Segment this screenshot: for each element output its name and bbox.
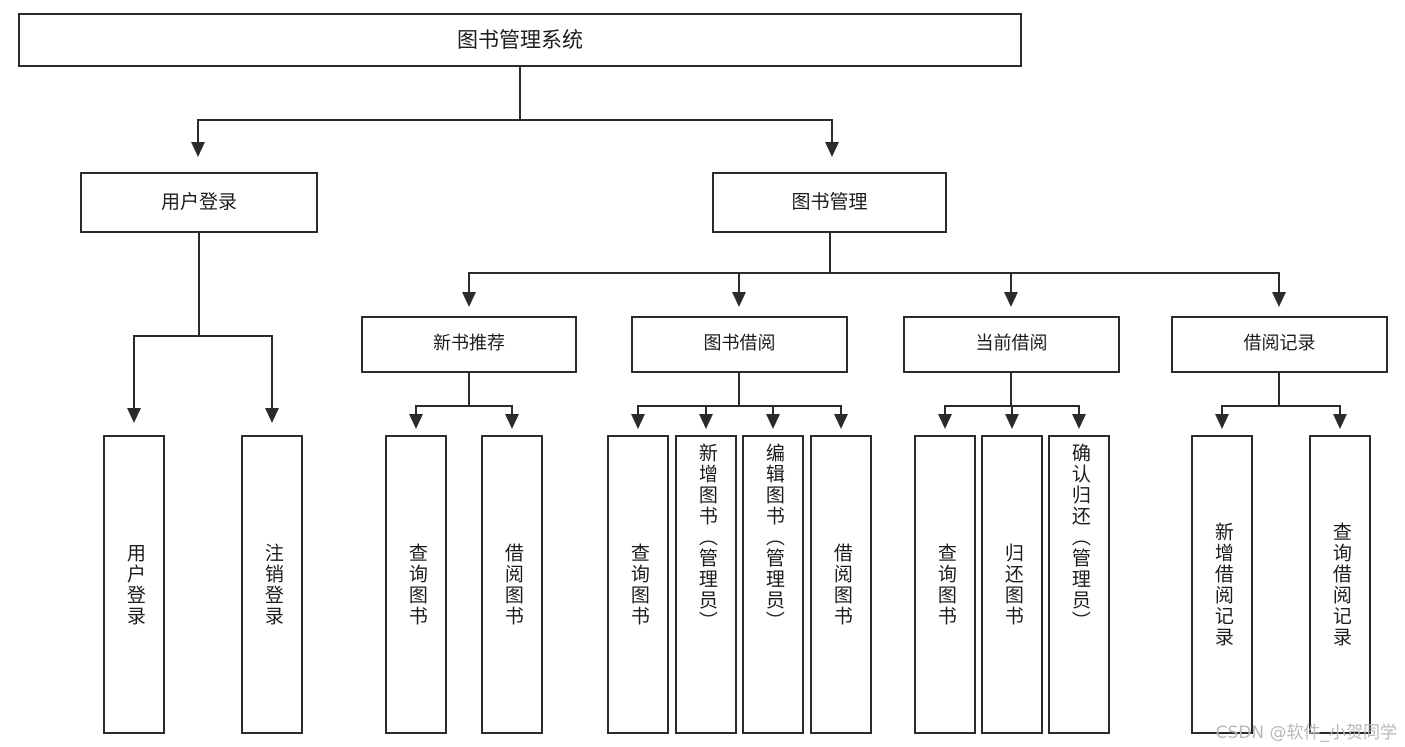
connector-currentborrow-drop-3 — [1078, 405, 1080, 417]
node-leaf-query-book-a[interactable]: 查询图书 — [385, 435, 447, 734]
node-label: 新书推荐 — [433, 333, 505, 355]
node-label: 借阅图书 — [830, 542, 853, 627]
connector-bookmanage-stem — [829, 233, 831, 274]
node-leaf-user-logout[interactable]: 注销登录 — [241, 435, 303, 734]
node-label: 图书借阅 — [703, 333, 776, 355]
connector-bookborrow-fanbar — [637, 405, 842, 407]
node-label: 查询图书 — [405, 542, 428, 627]
arrow-currentborrow-to-leaf-3 — [1072, 414, 1086, 429]
connector-bookmanage-drop-1 — [468, 272, 470, 294]
arrow-currentborrow-to-leaf-2 — [1005, 414, 1019, 429]
connector-newbook-stem — [468, 373, 470, 407]
node-leaf-user-login[interactable]: 用户登录 — [103, 435, 165, 734]
node-label: 编辑图书（管理员） — [762, 443, 785, 632]
connector-bookborrow-drop-2 — [705, 405, 707, 417]
node-label: 确认归还（管理员） — [1068, 443, 1091, 632]
connector-newbook-fanbar — [415, 405, 513, 407]
connector-borrowrecord-drop-1 — [1221, 405, 1223, 417]
connector-newbook-drop-1 — [415, 405, 417, 417]
connector-userlogin-drop-2 — [271, 335, 273, 410]
connector-userlogin-fanbar — [133, 335, 273, 337]
node-borrow-record[interactable]: 借阅记录 — [1171, 316, 1388, 373]
arrow-bookborrow-to-leaf-4 — [834, 414, 848, 429]
arrow-bookmanage-to-current-borrow — [1004, 292, 1018, 307]
node-leaf-add-record[interactable]: 新增借阅记录 — [1191, 435, 1253, 734]
connector-bookmanage-drop-2 — [738, 272, 740, 294]
arrow-borrowrecord-to-leaf-2 — [1333, 414, 1347, 429]
connector-borrowrecord-stem — [1278, 373, 1280, 407]
connector-userlogin-drop-1 — [133, 335, 135, 410]
connector-root-fanbar — [197, 119, 833, 121]
node-leaf-borrow-book-a[interactable]: 借阅图书 — [481, 435, 543, 734]
node-leaf-query-book-c[interactable]: 查询图书 — [914, 435, 976, 734]
node-label: 注销登录 — [261, 542, 284, 627]
connector-newbook-drop-2 — [511, 405, 513, 417]
node-current-borrow[interactable]: 当前借阅 — [903, 316, 1120, 373]
node-label: 图书管理系统 — [457, 27, 583, 52]
connector-bookmanage-fanbar — [468, 272, 1280, 274]
node-label: 用户登录 — [123, 542, 146, 627]
arrow-bookmanage-to-borrow-record — [1272, 292, 1286, 307]
node-label: 新增图书（管理员） — [695, 443, 718, 632]
node-leaf-query-record[interactable]: 查询借阅记录 — [1309, 435, 1371, 734]
node-root-system[interactable]: 图书管理系统 — [18, 13, 1022, 67]
arrow-root-to-book-manage — [825, 142, 839, 157]
node-label: 新增借阅记录 — [1211, 521, 1234, 648]
node-leaf-borrow-book-b[interactable]: 借阅图书 — [810, 435, 872, 734]
connector-currentborrow-drop-2 — [1011, 405, 1013, 417]
connector-userlogin-stem — [198, 233, 200, 336]
arrow-newbook-to-leaf-1 — [409, 414, 423, 429]
connector-bookborrow-stem — [738, 373, 740, 407]
connector-root-drop-user — [197, 119, 199, 144]
node-user-login[interactable]: 用户登录 — [80, 172, 318, 233]
node-leaf-edit-book[interactable]: 编辑图书（管理员） — [742, 435, 804, 734]
node-leaf-return-book[interactable]: 归还图书 — [981, 435, 1043, 734]
node-label: 当前借阅 — [975, 333, 1048, 355]
arrow-borrowrecord-to-leaf-1 — [1215, 414, 1229, 429]
node-leaf-confirm-return[interactable]: 确认归还（管理员） — [1048, 435, 1110, 734]
connector-bookmanage-drop-4 — [1278, 272, 1280, 294]
node-label: 图书管理 — [791, 190, 868, 213]
arrow-root-to-user-login — [191, 142, 205, 157]
connector-root-stem — [519, 67, 521, 120]
connector-borrowrecord-drop-2 — [1339, 405, 1341, 417]
connector-root-drop-book — [831, 119, 833, 144]
node-label: 查询图书 — [934, 542, 957, 627]
arrow-userlogin-to-leaf-1 — [127, 408, 141, 423]
arrow-currentborrow-to-leaf-1 — [938, 414, 952, 429]
arrow-bookmanage-to-new-book-recommend — [462, 292, 476, 307]
arrow-userlogin-to-leaf-2 — [265, 408, 279, 423]
connector-currentborrow-drop-1 — [944, 405, 946, 417]
connector-bookborrow-drop-1 — [637, 405, 639, 417]
node-label: 借阅记录 — [1243, 333, 1316, 355]
node-label: 查询借阅记录 — [1329, 521, 1352, 648]
node-new-book-recommend[interactable]: 新书推荐 — [361, 316, 577, 373]
csdn-watermark: CSDN @软件_小贺同学 — [1215, 723, 1397, 743]
connector-currentborrow-stem — [1010, 373, 1012, 407]
node-label: 查询图书 — [627, 542, 650, 627]
node-label: 归还图书 — [1001, 542, 1024, 627]
connector-bookmanage-drop-3 — [1010, 272, 1012, 294]
connector-borrowrecord-fanbar — [1221, 405, 1339, 407]
arrow-bookborrow-to-leaf-2 — [699, 414, 713, 429]
node-label: 用户登录 — [160, 190, 237, 213]
arrow-bookborrow-to-leaf-1 — [631, 414, 645, 429]
arrow-bookborrow-to-leaf-3 — [766, 414, 780, 429]
arrow-bookmanage-to-book-borrow — [732, 292, 746, 307]
node-book-borrow[interactable]: 图书借阅 — [631, 316, 848, 373]
node-leaf-query-book-b[interactable]: 查询图书 — [607, 435, 669, 734]
node-leaf-add-book[interactable]: 新增图书（管理员） — [675, 435, 737, 734]
node-label: 借阅图书 — [501, 542, 524, 627]
connector-bookborrow-drop-3 — [772, 405, 774, 417]
connector-bookborrow-drop-4 — [840, 405, 842, 417]
arrow-newbook-to-leaf-2 — [505, 414, 519, 429]
node-book-manage[interactable]: 图书管理 — [712, 172, 947, 233]
